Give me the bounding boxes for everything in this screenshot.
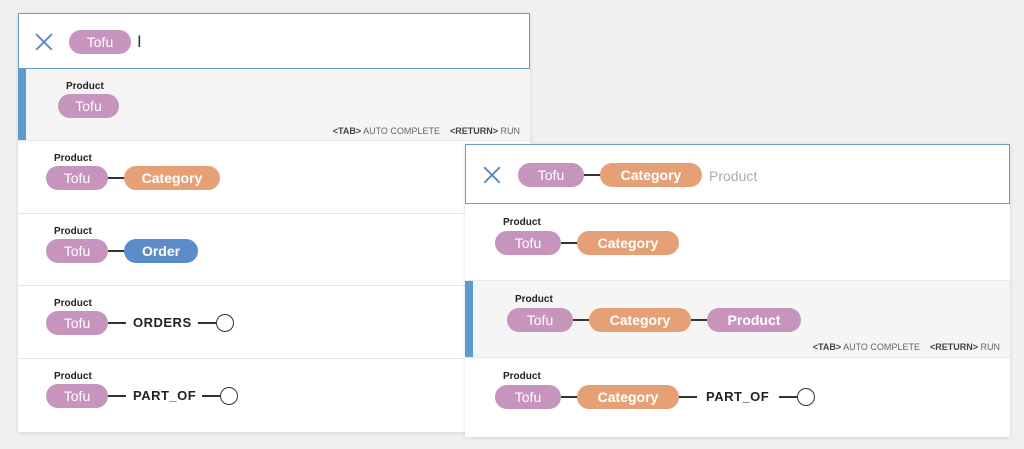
left-autocomplete-panel: Tofu I Product Tofu <TAB> AUTO COMPLETE …	[18, 13, 530, 432]
node-label: Product	[66, 81, 104, 92]
right-autocomplete-panel: Tofu Category Product Product Tofu Categ…	[465, 144, 1010, 437]
left-search-bar[interactable]: Tofu I	[18, 13, 530, 69]
search-token-tofu[interactable]: Tofu	[518, 163, 584, 187]
suggestion-row[interactable]: Product Tofu Category Product <TAB> AUTO…	[465, 281, 1010, 358]
relationship-line	[561, 396, 579, 398]
suggestion-row[interactable]: Product Tofu Category PART_OF	[465, 358, 1010, 437]
keyboard-hint: <TAB> AUTO COMPLETE <RETURN> RUN	[332, 126, 520, 136]
node-category: Category	[577, 231, 679, 255]
node-category: Category	[589, 308, 691, 332]
node-tofu: Tofu	[495, 231, 561, 255]
empty-node-circle	[220, 387, 238, 405]
node-label: Product	[54, 153, 92, 164]
relationship-line	[108, 177, 126, 179]
node-product: Product	[707, 308, 801, 332]
suggestion-row[interactable]: Product Tofu Order	[18, 214, 530, 286]
node-label: Product	[54, 298, 92, 309]
suggestion-row[interactable]: Product Tofu <TAB> AUTO COMPLETE <RETURN…	[18, 69, 530, 141]
relationship-type: PART_OF	[706, 389, 770, 404]
node-tofu: Tofu	[46, 384, 108, 408]
text-cursor-icon: I	[137, 32, 142, 51]
relationship-line	[679, 396, 697, 398]
close-icon[interactable]	[35, 33, 53, 51]
relationship-line	[202, 395, 220, 397]
node-tofu: Tofu	[58, 94, 119, 118]
suggestion-row[interactable]: Product Tofu Category	[18, 141, 530, 214]
selection-accent	[465, 281, 473, 357]
search-token-category[interactable]: Category	[600, 163, 702, 187]
relationship-line	[108, 322, 126, 324]
relationship-line	[691, 319, 709, 321]
node-order: Order	[124, 239, 198, 263]
empty-node-circle	[797, 388, 815, 406]
suggestion-row[interactable]: Product Tofu Category	[465, 204, 1010, 281]
search-token-tofu[interactable]: Tofu	[69, 30, 131, 54]
suggestion-row[interactable]: Product Tofu PART_OF	[18, 359, 530, 432]
node-category: Category	[577, 385, 679, 409]
node-category: Category	[124, 166, 220, 190]
autocomplete-ghost-text: Product	[709, 168, 758, 184]
relationship-line	[108, 250, 126, 252]
keyboard-hint: <TAB> AUTO COMPLETE <RETURN> RUN	[812, 342, 1000, 352]
node-label: Product	[515, 294, 553, 305]
suggestion-row[interactable]: Product Tofu ORDERS	[18, 286, 530, 359]
node-tofu: Tofu	[46, 311, 108, 335]
node-tofu: Tofu	[46, 239, 108, 263]
relationship-type: ORDERS	[133, 315, 192, 330]
selection-accent	[18, 69, 26, 140]
relationship-type: PART_OF	[133, 388, 197, 403]
node-label: Product	[503, 217, 541, 228]
relationship-line	[779, 396, 797, 398]
relationship-line	[561, 242, 579, 244]
relationship-line	[108, 395, 126, 397]
node-label: Product	[54, 371, 92, 382]
node-tofu: Tofu	[495, 385, 561, 409]
node-tofu: Tofu	[46, 166, 108, 190]
relationship-line	[198, 322, 216, 324]
empty-node-circle	[216, 314, 234, 332]
right-search-bar[interactable]: Tofu Category Product	[465, 144, 1010, 204]
relationship-line	[573, 319, 591, 321]
close-icon[interactable]	[483, 166, 501, 184]
node-label: Product	[503, 371, 541, 382]
node-label: Product	[54, 226, 92, 237]
relationship-line	[584, 174, 602, 176]
node-tofu: Tofu	[507, 308, 573, 332]
